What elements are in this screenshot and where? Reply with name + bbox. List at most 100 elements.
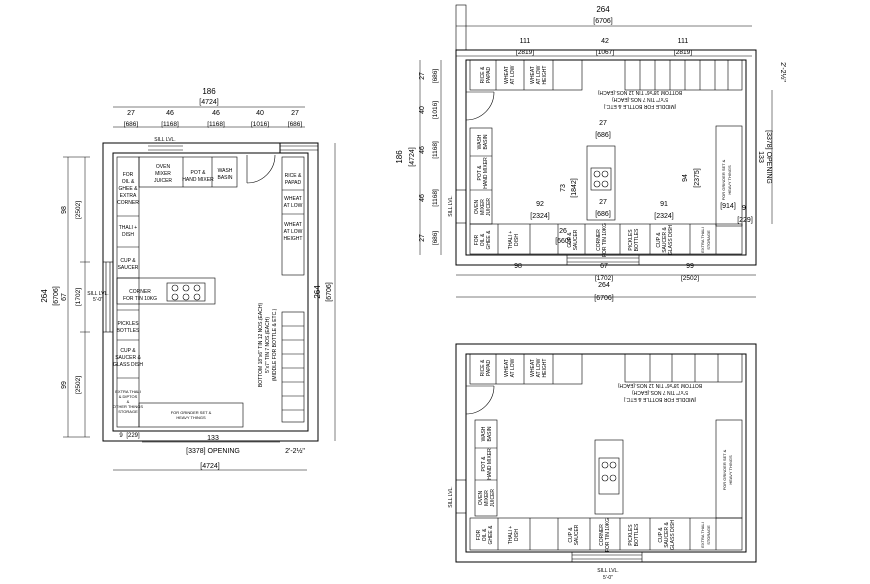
p2-span-2: [2324]: [530, 213, 550, 220]
p2-oven-2: MIXER: [480, 199, 486, 215]
p2-left-total: 186: [395, 150, 404, 164]
p1-dim-1: 27: [127, 110, 135, 117]
p2-island-dim-4: [1842]: [571, 178, 578, 198]
p1-left-2: 67: [61, 293, 68, 301]
p2-island-dim-2: [686]: [595, 132, 611, 139]
p1-label-oil-5: CORNER: [117, 200, 139, 206]
p1-dim-4: 40: [256, 110, 264, 117]
p2-span-3: 91: [660, 201, 668, 208]
p2-bottom-2-mm: [1702]: [595, 275, 613, 282]
p2-top-1: 111: [520, 38, 531, 45]
p3-corner-1: CORNER: [599, 524, 605, 546]
p1-bottom-small-mm: [229]: [126, 433, 140, 439]
p2-span-11: [229]: [737, 217, 753, 224]
p2-wash-1: WASH: [477, 134, 483, 149]
p1-label-wash-2: BASIN: [217, 175, 232, 181]
p3-sill-side: SILL LVL.: [448, 486, 454, 507]
p3-thali-1: THALI +: [508, 526, 514, 545]
p1-label-thali-2: DISH: [122, 232, 134, 238]
p2-span-5: 94: [682, 174, 689, 182]
p1-label-extra-1: EXTRA THALI: [115, 389, 141, 394]
p1-label-corner-1: CORNER: [129, 289, 151, 295]
p3-cupglass-2: SAUCER &: [664, 522, 670, 548]
p3-cup-2: SAUCER: [574, 524, 580, 545]
p1-bottom-dim-mm: [3378] OPENING: [186, 448, 240, 455]
p1-label-grinder-1: FOR GRINDER SET &: [171, 410, 212, 415]
p1-label-pickles-1: PICKLES: [117, 321, 139, 327]
p3-corner-2: FOR TIN 10KG: [605, 518, 611, 552]
p1-label-grinder-2: HEAVY THINGS: [176, 415, 206, 420]
p2-rice-2: PAPAD: [486, 67, 492, 84]
p2-left-2-mm: [1016]: [432, 101, 439, 119]
p2-bottom-total: 264: [598, 282, 610, 289]
p2-corner-1: CORNER: [596, 229, 602, 251]
p1-dim-3-mm: [1168]: [207, 121, 225, 128]
p1-top-total-mm: [4724]: [199, 99, 219, 106]
p2-left-4: 46: [419, 194, 426, 202]
p2-island-dim-1: 27: [599, 120, 607, 127]
p3-rice-1: RICE &: [480, 359, 486, 376]
p2-note-1: (MIDDLE FOR BOTTLE & ETC.): [603, 103, 676, 109]
p2-cup-2: SAUCER: [573, 229, 579, 250]
p3-wash-1: WASH: [481, 426, 487, 441]
p3-oven-3: JUICER: [490, 489, 496, 507]
p1-dim-3: 46: [212, 110, 220, 117]
p3-cup-1: CUP &: [568, 527, 574, 543]
p1-label-wheat2-2: AT LOW: [284, 229, 303, 235]
p2-left-4-mm: [1168]: [432, 189, 439, 207]
p2-island-dim-3: 73: [560, 184, 567, 192]
p1-left-3: 99: [61, 381, 68, 389]
p2-sill: SILL LVL.: [448, 195, 454, 216]
p1-label-thali-1: THALI +: [119, 225, 138, 231]
p1-label-cup-2: SAUCER: [118, 265, 139, 271]
p2-right-height: 2'-2½": [779, 62, 787, 82]
p2-oven-1: OVEN: [474, 200, 480, 215]
p2-span-7: 26: [559, 228, 567, 235]
p3-note-2: 5"x7" TIN 7 NOS.(EACH): [632, 389, 688, 395]
p2-island-dim-5: 27: [599, 199, 607, 206]
p3-oven-2: MIXER: [484, 490, 490, 506]
p2-bottom-total-mm: [6706]: [594, 295, 614, 302]
p1-bottom-dim: 133: [207, 435, 219, 442]
p2-extra-2: STORAGE: [706, 230, 711, 250]
p1-label-oven-2: MIXER: [155, 171, 171, 177]
p2-corner-2: FOR TIN 10KG: [602, 223, 608, 257]
p2-span-6: [2375]: [694, 168, 701, 188]
p1-label-corner-2: FOR TIN 10KG: [123, 296, 157, 302]
p3-pot-1: POT &: [481, 456, 487, 472]
p1-label-wheat-1: WHEAT: [284, 196, 302, 202]
p2-span-9: [914]: [720, 203, 736, 210]
p2-wheat2-1: WHEAT: [530, 66, 536, 84]
p1-sill-side: SILL LVL.: [87, 291, 108, 297]
p2-pickles-2: BOTTLES: [634, 228, 640, 251]
p1-dim-2: 46: [166, 110, 174, 117]
p1-bottom-small: 9: [119, 433, 123, 439]
p1-right-total: 264: [313, 285, 322, 299]
p3-cupglass-1: CUP &: [658, 527, 664, 543]
p1-label-oven-1: OVEN: [156, 164, 171, 170]
p2-cupglass-2: SAUCER &: [662, 227, 668, 253]
p1-dim-1-mm: [686]: [124, 121, 139, 128]
p2-right-total: 133: [757, 151, 764, 163]
p2-left-1: 27: [419, 72, 426, 80]
p2-left-total-mm: [4724]: [409, 147, 416, 167]
p1-label-pickles-2: BOTTLES: [117, 328, 140, 334]
p1-label-extra-4: OTHER THINGS: [113, 404, 143, 409]
p1-label-cup-1: CUP &: [120, 258, 136, 264]
p2-pickles-1: PICKLES: [628, 229, 634, 251]
p2-wheat-2: AT LOW: [510, 65, 516, 84]
p3-wheat2-3: HEIGHT: [542, 359, 548, 378]
p2-pot-1: POT &: [477, 165, 483, 181]
p1-dim-2-mm: [1168]: [161, 121, 179, 128]
p2-top-total: 264: [596, 5, 610, 14]
p2-span-8: [660]: [555, 238, 571, 245]
p1-sill-top: SILL LVL.: [154, 137, 175, 143]
p2-oil-2: OIL &: [480, 233, 486, 246]
p3-rice-2: PAPAD: [486, 360, 492, 377]
p3-wheat-2: AT LOW: [510, 358, 516, 377]
p2-thali-2: DISH: [514, 234, 520, 246]
p3-extra-1: EXTRA THALI: [700, 522, 705, 548]
p2-bottom-2: 67: [600, 263, 608, 270]
p3-note-3: BOTTOM 18"x6" TIN 12 NOS.(EACH): [618, 382, 703, 388]
